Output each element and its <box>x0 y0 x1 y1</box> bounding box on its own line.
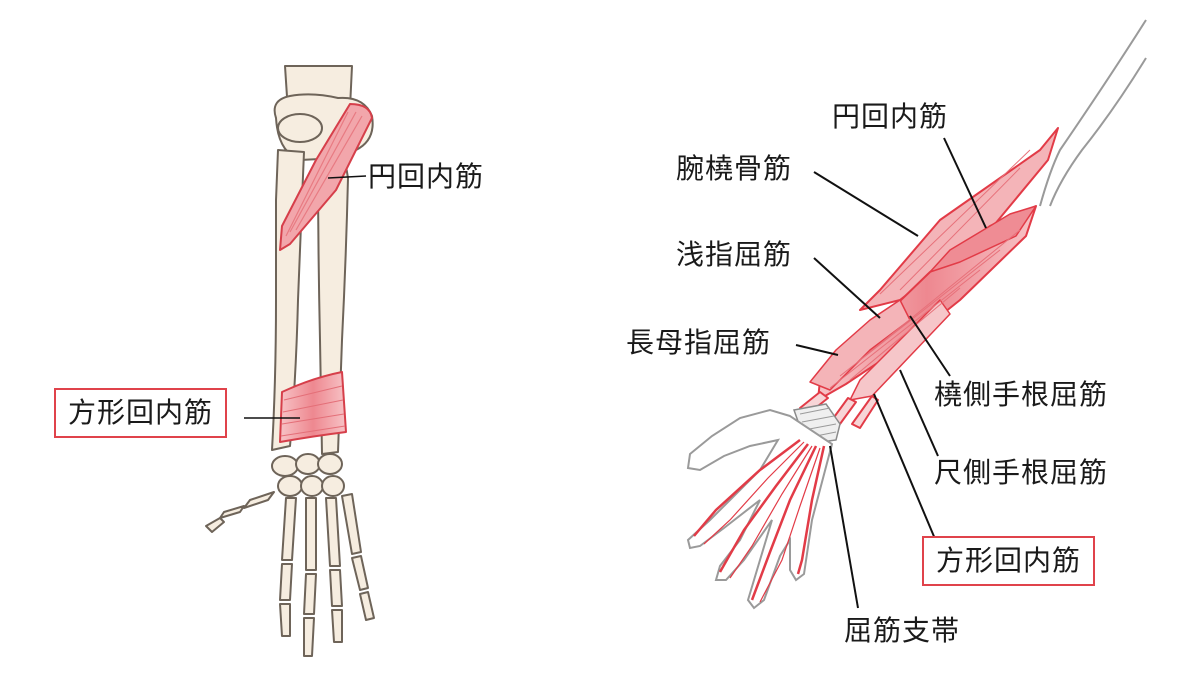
carpal-bones <box>271 453 345 497</box>
label-flexor-carpi-ulnaris: 尺側手根屈筋 <box>934 456 1109 489</box>
label-flexor-pollicis-longus: 長母指屈筋 <box>626 326 772 359</box>
label-brachioradialis: 腕橈骨筋 <box>676 152 793 185</box>
hand-tendons-thin <box>703 441 821 603</box>
label-flexor-digitorum-superficialis: 浅指屈筋 <box>676 238 793 271</box>
pronator-teres-fibers <box>285 111 363 237</box>
leader-fds <box>813 257 881 319</box>
forearm-muscles <box>799 127 1059 429</box>
brachioradialis-muscle <box>859 127 1059 311</box>
upper-arm-outline <box>1039 19 1147 207</box>
label-pronator-teres-right: 円回内筋 <box>832 100 949 133</box>
fcr-belly <box>849 299 951 401</box>
pronator-teres-right <box>929 205 1037 273</box>
leader-fcu <box>899 369 939 457</box>
muscle-fibers <box>829 149 1031 389</box>
leader-fcr <box>909 315 951 377</box>
leader-pronator-quadratus-right <box>873 393 939 547</box>
label-flexor-retinaculum: 屈筋支帯 <box>844 614 961 647</box>
leader-pronator-teres-left <box>327 175 367 179</box>
leader-pronator-teres-right <box>943 137 987 229</box>
leader-brachioradialis <box>813 171 919 237</box>
left-muscles <box>279 103 373 443</box>
label-pronator-quadratus-left: 方形回内筋 <box>54 388 228 438</box>
leader-fpl <box>795 344 839 356</box>
label-pronator-teres-left: 円回内筋 <box>368 160 485 193</box>
finger-bones <box>205 491 375 657</box>
label-pronator-quadratus-right: 方形回内筋 <box>922 536 1096 586</box>
right-leader-lines <box>795 137 987 609</box>
hand-tendons <box>693 439 826 601</box>
pronator-quadratus-fibers <box>280 385 346 437</box>
capitulum <box>277 113 323 143</box>
hand <box>686 408 834 610</box>
leader-flexor-retinaculum <box>829 445 859 609</box>
left-leader-lines <box>244 175 367 419</box>
label-flexor-carpi-radialis: 橈側手根屈筋 <box>934 378 1109 411</box>
